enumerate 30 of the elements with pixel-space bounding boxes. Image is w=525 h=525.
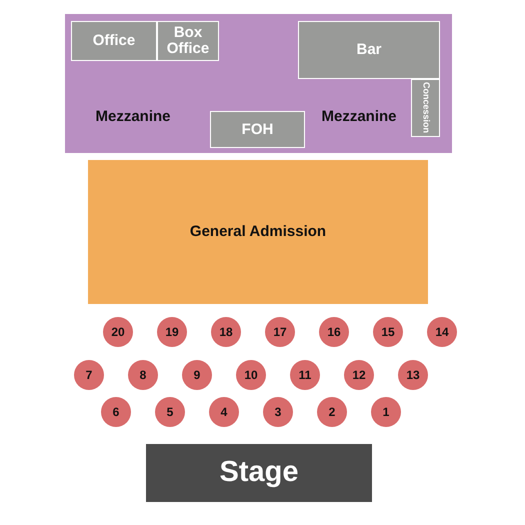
room-block: Box Office (157, 21, 219, 61)
area-label: Mezzanine (320, 107, 398, 127)
table-seat: 13 (398, 360, 428, 390)
table-seat: 9 (182, 360, 212, 390)
table-seat: 10 (236, 360, 266, 390)
room-block: Concession (411, 79, 440, 137)
table-seat: 15 (373, 317, 403, 347)
table-seat: 12 (344, 360, 374, 390)
table-seat: 4 (209, 397, 239, 427)
room-block: Bar (298, 21, 440, 79)
table-seat: 19 (157, 317, 187, 347)
table-seat: 1 (371, 397, 401, 427)
room-block: FOH (210, 111, 305, 148)
table-seat: 6 (101, 397, 131, 427)
table-seat: 3 (263, 397, 293, 427)
general-admission-area: General Admission (88, 160, 428, 304)
room-block: Office (71, 21, 157, 61)
area-label: Mezzanine (94, 107, 172, 127)
table-seat: 16 (319, 317, 349, 347)
table-seat: 17 (265, 317, 295, 347)
table-seat: 2 (317, 397, 347, 427)
table-seat: 7 (74, 360, 104, 390)
table-seat: 8 (128, 360, 158, 390)
table-seat: 11 (290, 360, 320, 390)
table-seat: 14 (427, 317, 457, 347)
mezzanine-area (65, 14, 452, 153)
table-seat: 18 (211, 317, 241, 347)
table-seat: 20 (103, 317, 133, 347)
table-seat: 5 (155, 397, 185, 427)
stage: Stage (146, 444, 372, 502)
